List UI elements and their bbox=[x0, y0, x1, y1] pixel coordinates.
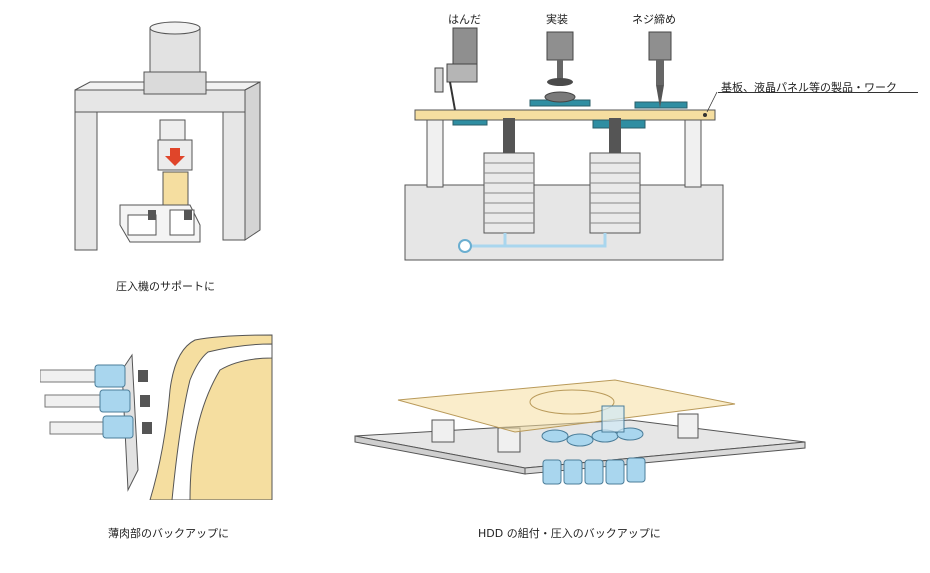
workpiece-label: 基板、液晶パネル等の製品・ワーク bbox=[721, 81, 897, 94]
caption-thin-wall-backup: 薄肉部のバックアップに bbox=[108, 527, 229, 540]
air-inlet-icon bbox=[458, 239, 472, 253]
thin-wall-illustration bbox=[40, 334, 273, 500]
backup-support-left bbox=[148, 210, 156, 220]
tool-label-solder: はんだ bbox=[448, 13, 481, 26]
tool-label-screw: ネジ締め bbox=[632, 13, 676, 26]
fixture-base bbox=[404, 184, 724, 261]
hdd-assembly-illustration bbox=[354, 379, 806, 485]
hdd-post-left bbox=[431, 419, 455, 443]
workpiece-board bbox=[414, 109, 716, 121]
press-frame-left-leg bbox=[74, 111, 98, 251]
mount-tool bbox=[544, 31, 576, 103]
hdd-backup-heads bbox=[541, 405, 644, 447]
tool-label-mount: 実装 bbox=[546, 13, 568, 26]
screw-tool bbox=[648, 31, 672, 108]
press-frame-right-leg bbox=[222, 111, 246, 241]
board-part-1 bbox=[452, 119, 488, 126]
hdd-post-right bbox=[677, 413, 699, 439]
assembly-process-illustration bbox=[404, 27, 724, 261]
press-machine-illustration bbox=[74, 21, 261, 251]
backup-cylinder-2 bbox=[44, 389, 150, 413]
backup-cylinder-3 bbox=[49, 415, 152, 439]
board-part-4 bbox=[634, 101, 688, 109]
solder-tool bbox=[434, 27, 478, 111]
backup-support-right bbox=[184, 210, 192, 220]
press-down-arrow-icon bbox=[165, 148, 185, 166]
left-post bbox=[426, 114, 444, 188]
backup-bellows-right bbox=[589, 118, 641, 234]
hdd-workpiece bbox=[397, 379, 736, 433]
caption-hdd-backup: HDD の組付・圧入のバックアップに bbox=[478, 527, 661, 540]
press-ram bbox=[159, 119, 186, 143]
hdd-backup-units bbox=[542, 457, 646, 485]
press-workpiece bbox=[162, 171, 189, 211]
workpiece-label-underline bbox=[718, 92, 918, 93]
caption-press-support: 圧入機のサポートに bbox=[116, 280, 215, 293]
right-post bbox=[684, 114, 702, 188]
workpiece-leader-line bbox=[706, 91, 718, 113]
backup-bellows-left bbox=[483, 118, 535, 234]
press-motor bbox=[149, 27, 201, 77]
backup-cylinder-1 bbox=[40, 364, 148, 388]
